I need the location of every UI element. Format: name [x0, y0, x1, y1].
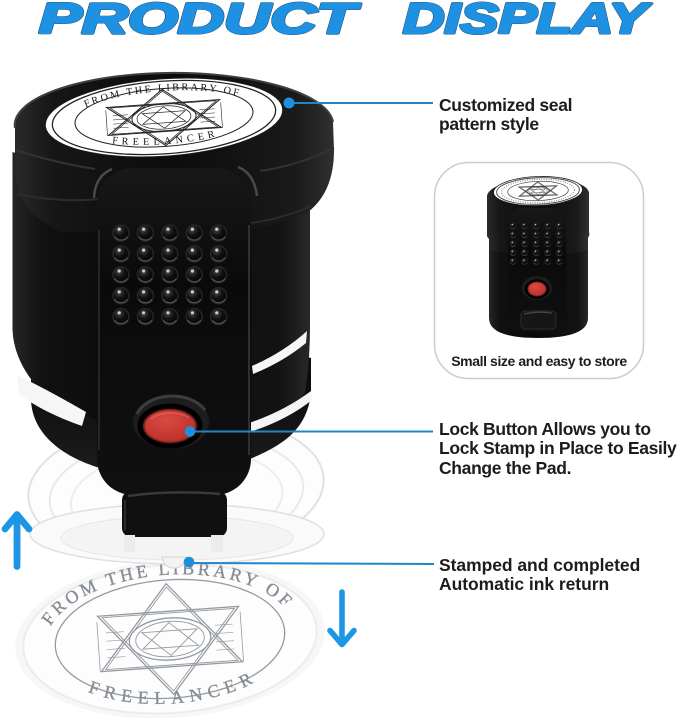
svg-text:PRODUCT: PRODUCT	[39, 0, 361, 42]
svg-text:PRODUCT: PRODUCT	[39, 0, 361, 42]
svg-text:DISPLAY: DISPLAY	[403, 0, 652, 42]
svg-text:DISPLAY: DISPLAY	[403, 0, 652, 42]
